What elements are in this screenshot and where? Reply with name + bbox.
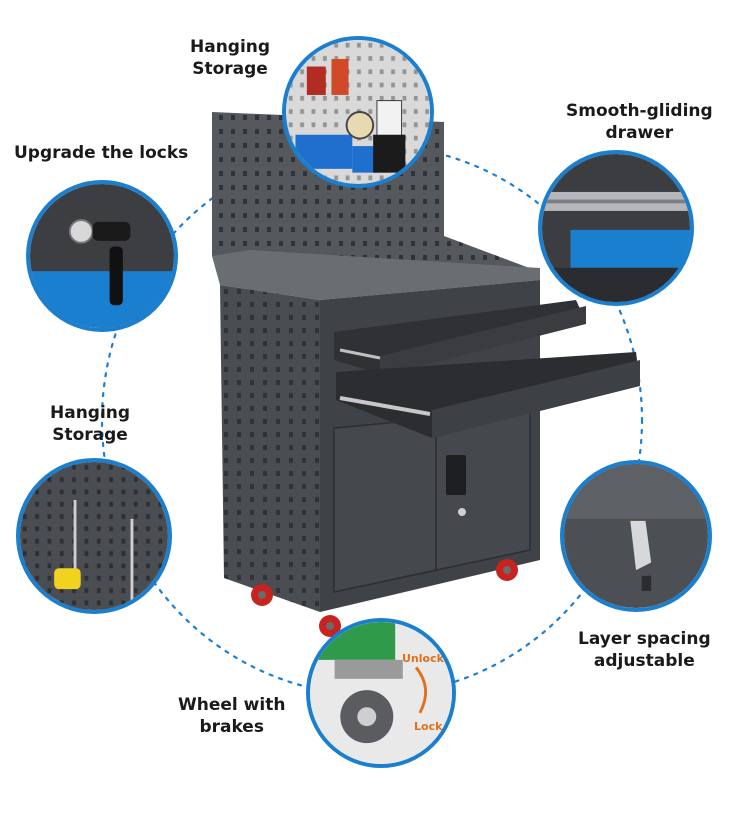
label-upgrade-locks: Upgrade the locks — [14, 143, 189, 163]
unlock-label: Unlock — [402, 652, 444, 665]
detail-circle-wheel: Unlock Lock — [306, 618, 456, 768]
label-hanging-storage-top: Hanging Storage — [190, 37, 271, 79]
detail-circle-pegboard-top — [282, 36, 434, 188]
detail-circle-lock — [26, 180, 178, 332]
label-hanging-storage-left: Hanging Storage — [50, 403, 131, 445]
detail-circle-pegboard-hooks — [16, 458, 172, 614]
label-wheel-brakes: Wheel with brakes — [178, 695, 286, 737]
lock-label: Lock — [414, 720, 443, 733]
detail-circle-drawer-slide — [538, 150, 694, 306]
detail-circle-shelf-bracket — [560, 460, 712, 612]
label-smooth-gliding-drawer: Smooth-gliding drawer — [566, 101, 713, 143]
label-layer-spacing: Layer spacing adjustable — [578, 629, 711, 671]
